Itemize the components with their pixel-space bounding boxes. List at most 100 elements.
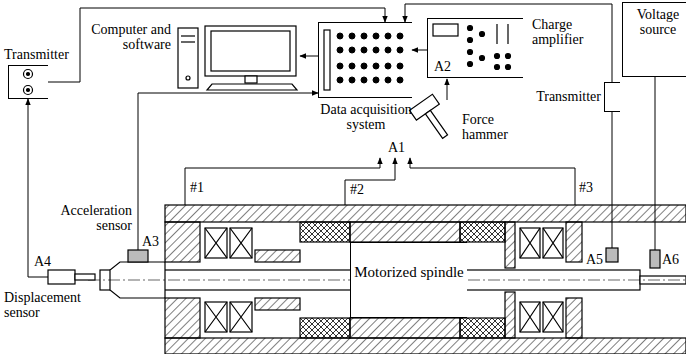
bearing-symbol — [230, 228, 252, 258]
bearing-symbol — [205, 302, 227, 332]
part-label: Motorized spindle — [351, 264, 467, 281]
acquisition-panel — [337, 47, 343, 53]
transmitter-drawing — [24, 70, 33, 95]
spindle-housing — [350, 318, 460, 338]
computer-drawing — [207, 84, 297, 90]
bearing-symbol — [520, 302, 540, 332]
computer-drawing — [245, 76, 257, 83]
signal-wire — [28, 99, 48, 277]
computer-drawing — [178, 26, 297, 90]
device-label: Transmitter — [525, 89, 601, 104]
bearing-symbol — [520, 302, 540, 332]
callout-number: #1 — [190, 180, 204, 195]
spindle-housing — [350, 222, 460, 242]
acquisition-panel — [349, 47, 355, 53]
device-label: Data acquisition system — [305, 102, 427, 132]
amplifier-panel — [480, 56, 485, 61]
connector-arrow — [405, 4, 612, 82]
acquisition-panel — [337, 77, 343, 83]
spindle-housing — [460, 318, 505, 338]
transmitter-drawing — [24, 70, 33, 79]
callout-number: A4 — [34, 254, 51, 269]
callout-number: A1 — [388, 140, 405, 155]
acquisition-panel — [373, 77, 379, 83]
computer-drawing — [181, 41, 195, 42]
transmitter-drawing — [24, 86, 33, 95]
bearing-symbol — [520, 228, 540, 258]
amplifier-panel — [495, 54, 500, 59]
amplifier-panel — [468, 50, 473, 55]
spindle-housing — [300, 222, 350, 242]
bearing-symbol — [205, 228, 227, 258]
amplifier-panel — [468, 26, 473, 31]
amplifier-panel — [468, 38, 473, 43]
amplifier-panel — [495, 65, 500, 70]
device-label: Voltage source — [623, 7, 686, 37]
acquisition-panel — [373, 47, 379, 53]
amplifier-panel — [496, 24, 497, 44]
spindle-housing — [566, 222, 582, 262]
bearing-symbol — [543, 228, 563, 258]
computer-icon: Computer and software — [175, 24, 300, 90]
acquisition-panel — [361, 63, 367, 69]
spindle-housing — [165, 338, 686, 354]
part-label: Force hammer — [462, 112, 522, 142]
motor-box: Motorized spindle — [350, 242, 467, 318]
transmitter-drawing — [27, 89, 30, 92]
acquisition-panel — [397, 33, 403, 39]
amplifier-panel — [468, 62, 473, 67]
acquisition-panel — [324, 30, 403, 90]
acquisition-panel — [385, 63, 391, 69]
bearing-symbol — [230, 302, 252, 332]
bearing-symbol — [205, 302, 227, 332]
spindle-housing — [100, 205, 686, 354]
acquisition-panel — [361, 33, 367, 39]
transmitter-drawing — [27, 73, 30, 76]
acquisition-panel — [337, 63, 343, 69]
computer-drawing — [211, 31, 290, 71]
signal-wire — [345, 158, 395, 205]
transmitter-box: Transmitter — [8, 65, 48, 99]
sensor-drawing — [75, 274, 95, 280]
force-hammer-drawing — [410, 94, 457, 144]
spindle-housing — [566, 298, 582, 338]
bearing-symbol — [543, 228, 563, 258]
spindle-housing — [165, 205, 686, 222]
amplifier-panel — [506, 65, 511, 70]
acquisition-panel — [397, 77, 403, 83]
bearing-symbol — [230, 302, 252, 332]
acquisition-box: Data acquisition system — [318, 22, 412, 98]
acquisition-panel — [397, 63, 403, 69]
amplifier-panel — [433, 24, 458, 36]
sensor-drawing — [650, 250, 660, 268]
acquisition-panel — [373, 63, 379, 69]
signal-wire — [138, 93, 318, 250]
connector-arrow — [48, 8, 385, 82]
device-label: Computer and software — [89, 22, 171, 52]
acquisition-panel — [361, 77, 367, 83]
acquisition-panel — [373, 33, 379, 39]
spindle-housing — [255, 250, 300, 262]
bearing-symbol — [520, 228, 540, 258]
part-label: Acceleration sensor — [50, 203, 132, 233]
sensor-drawing — [128, 250, 148, 262]
bearing-symbol — [205, 228, 227, 258]
amplifier-box: A2Charge amplifier — [427, 18, 523, 78]
acquisition-panel — [349, 33, 355, 39]
acquisition-panel — [385, 77, 391, 83]
force-hammer-drawing — [425, 110, 447, 138]
bearing-symbol — [543, 302, 563, 332]
callout-number: A6 — [662, 252, 679, 267]
acquisition-panel — [385, 33, 391, 39]
acquisition-panel — [324, 30, 330, 90]
spindle-housing — [300, 318, 350, 338]
bearing-symbol — [230, 228, 252, 258]
signal-wire — [655, 77, 656, 250]
computer-drawing — [181, 35, 195, 36]
sensor-drawing — [606, 248, 618, 262]
acquisition-panel — [385, 47, 391, 53]
